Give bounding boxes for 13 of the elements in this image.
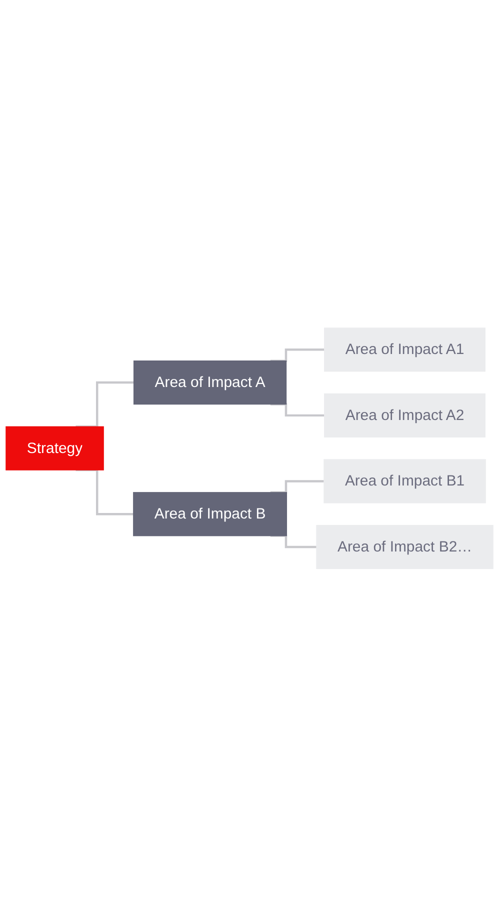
node-box: Area of Impact B1 <box>324 459 486 504</box>
connector <box>76 382 134 428</box>
connector <box>270 403 324 417</box>
connector <box>270 480 324 494</box>
node-box: Area of Impact A <box>133 360 287 405</box>
node-box: Area of Impact B2… <box>316 525 494 570</box>
connector <box>270 348 324 362</box>
node-box: Area of Impact A1 <box>324 328 486 372</box>
node-box: Area of Impact B <box>133 492 288 536</box>
connector <box>76 469 134 516</box>
connector <box>270 534 317 548</box>
node-box: Area of Impact A2 <box>324 394 486 438</box>
node-box: Strategy <box>6 426 104 471</box>
